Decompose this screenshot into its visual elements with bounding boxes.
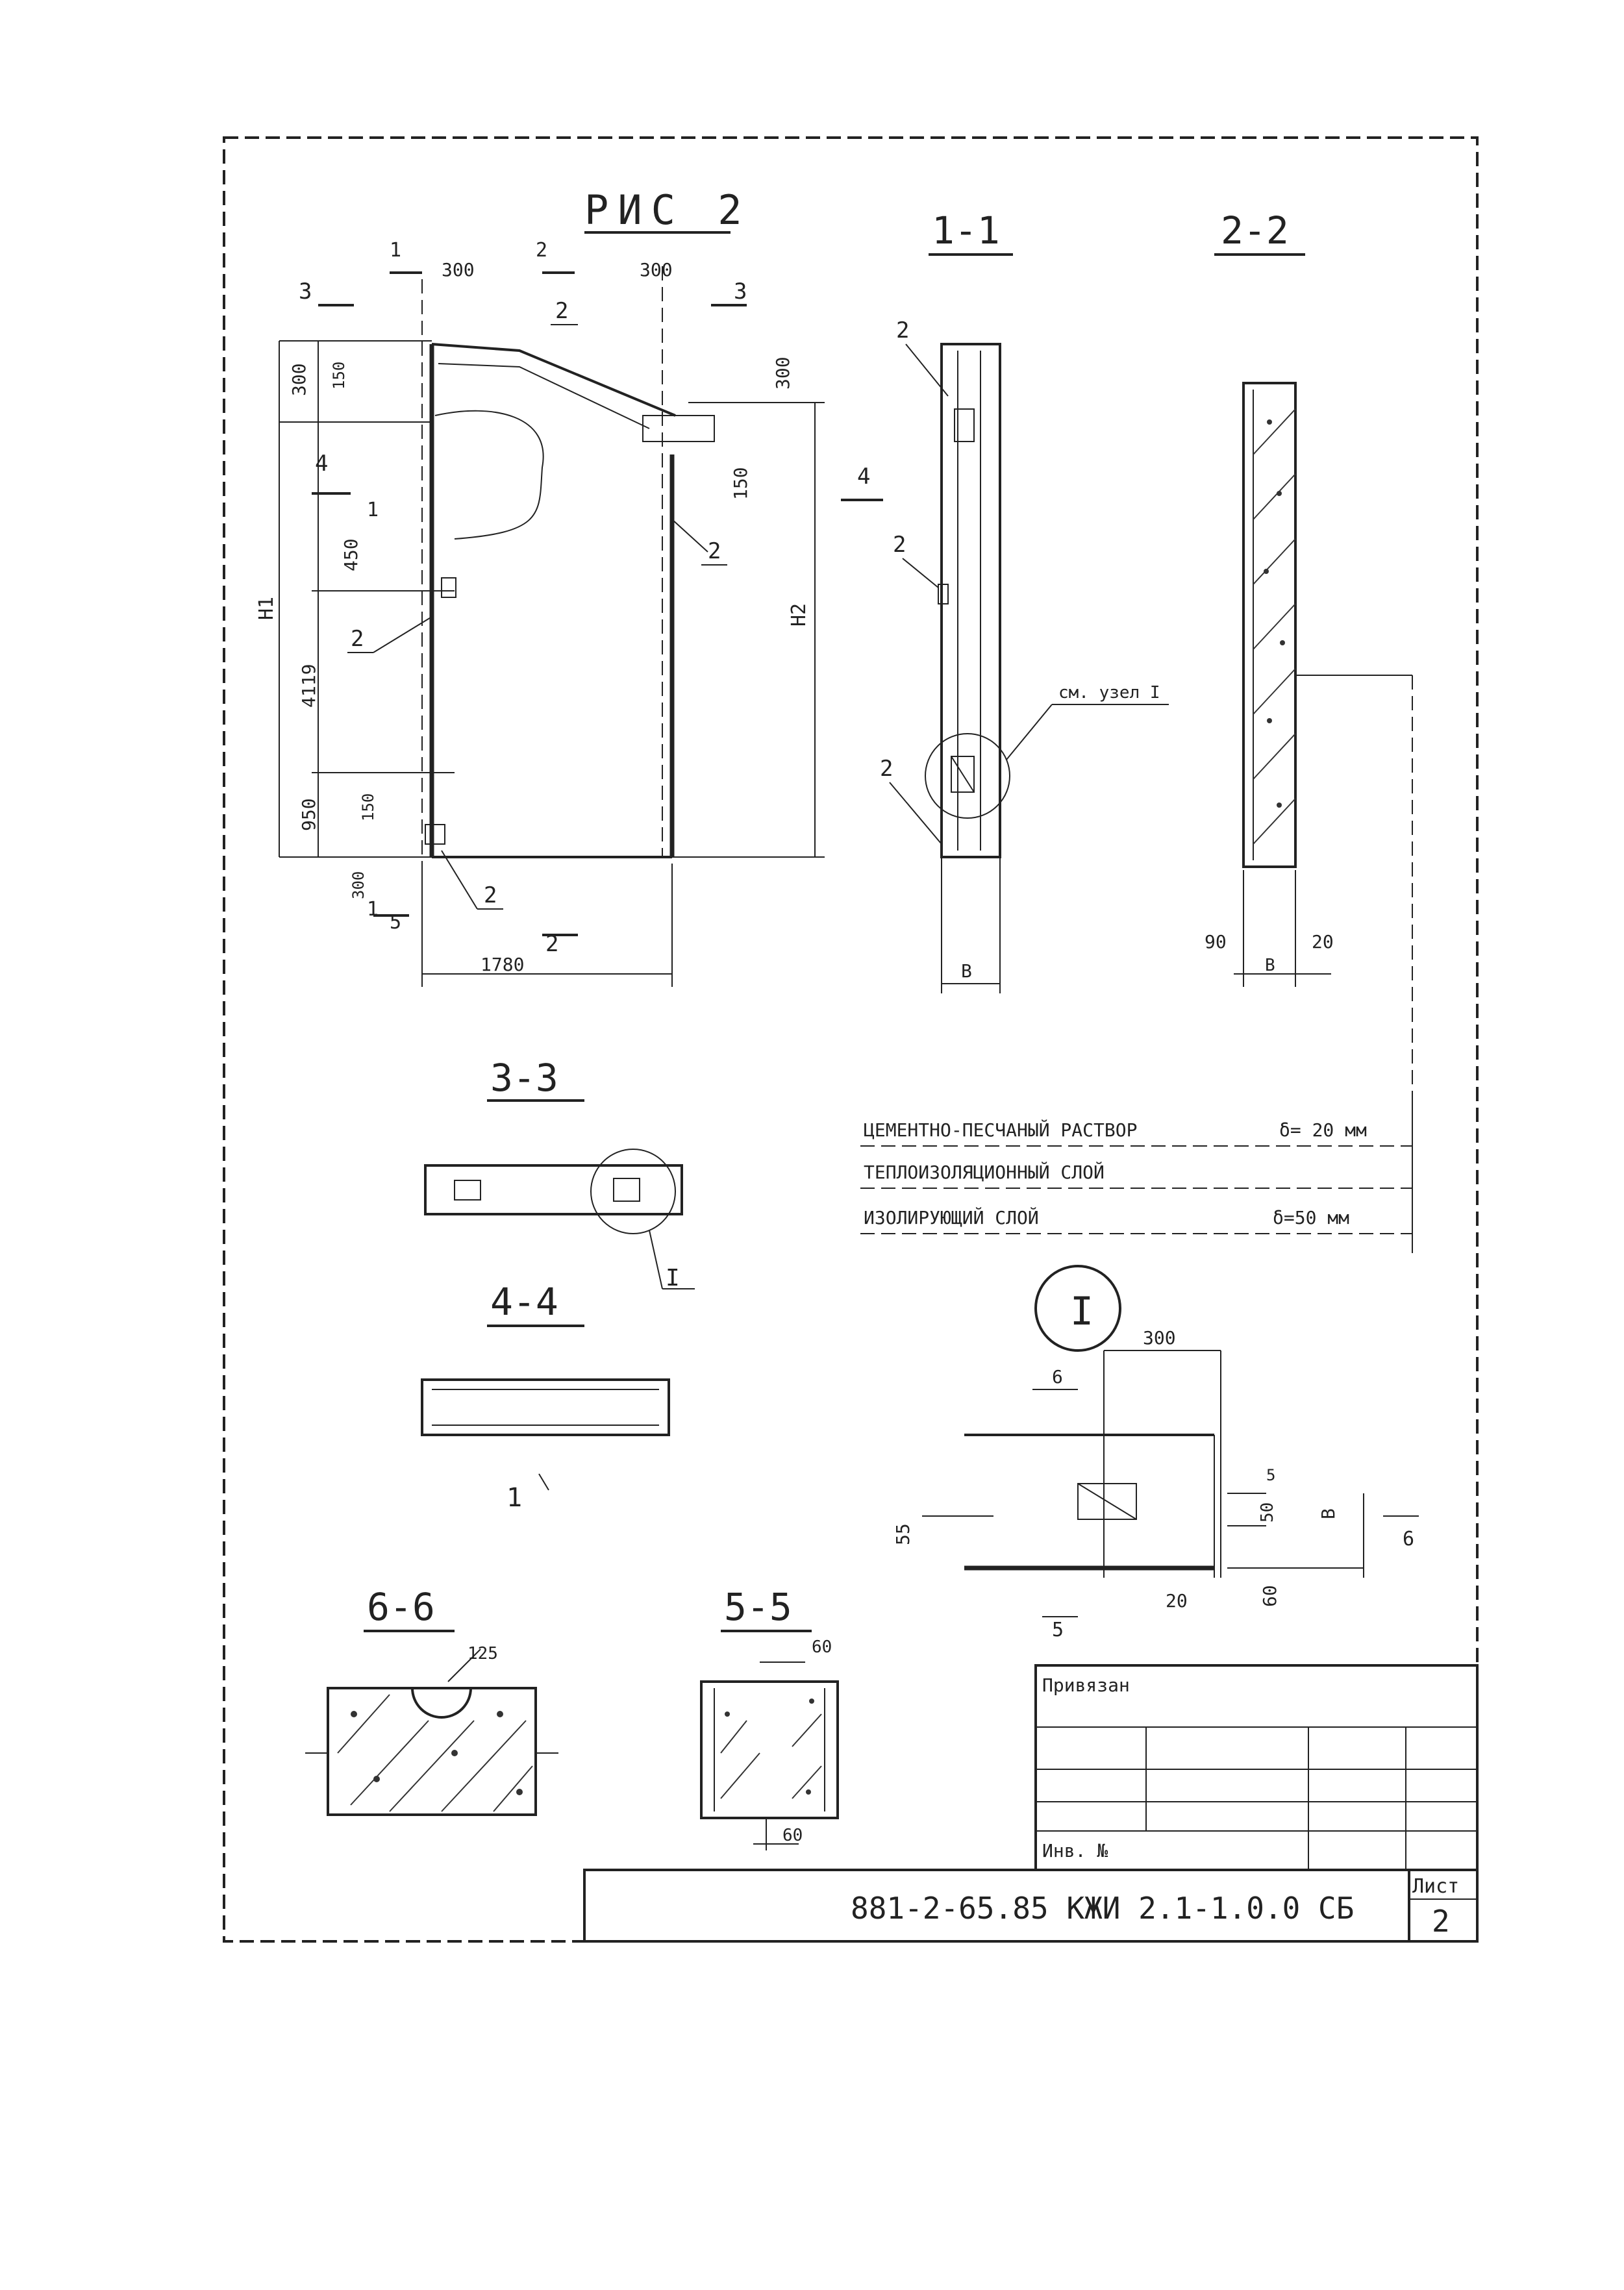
- node-dim-60: 60: [1259, 1585, 1280, 1607]
- approval-label: Привязан: [1042, 1674, 1130, 1696]
- sheet-label: Лист: [1412, 1875, 1459, 1898]
- leader-1-left: 1: [367, 499, 379, 521]
- section-5-5-dim-60-bottom: 60: [782, 1826, 803, 1845]
- section-3-3-view: [424, 1149, 695, 1289]
- cut-2-bottom: 2: [545, 931, 558, 957]
- dim-300-e: 300: [349, 871, 368, 899]
- section-6-6-title: 6-6: [367, 1585, 435, 1629]
- leader-2-top: 2: [555, 298, 568, 324]
- section-1-1-view: [925, 343, 1169, 993]
- node-cut-6: 6: [1403, 1528, 1414, 1550]
- node-detail-label: I: [1070, 1289, 1093, 1334]
- node-dim-300: 300: [1143, 1327, 1176, 1349]
- dim-150-c: 150: [330, 362, 348, 390]
- legend-1-text: ЦЕМЕНТНО-ПЕСЧАНЫЙ РАСТВОР: [864, 1119, 1137, 1141]
- inventory-label: Инв. №: [1042, 1840, 1108, 1861]
- height-h1: H1: [255, 597, 278, 620]
- section-1-1-title: 1-1: [932, 208, 1000, 253]
- section-3-3-title: 3-3: [490, 1056, 558, 1100]
- cut-4-left: 4: [315, 451, 328, 477]
- node-dim-20: 20: [1166, 1590, 1188, 1612]
- cut-3-top: 3: [299, 279, 312, 305]
- leader-2-bottom: 2: [484, 882, 497, 908]
- section-6-6-dim-125: 125: [468, 1644, 498, 1663]
- layer-legend: ЦЕМЕНТНО-ПЕСЧАНЫЙ РАСТВОР δ= 20 мм ТЕПЛО…: [860, 1104, 1413, 1253]
- legend-3-text: ИЗОЛИРУЮЩИЙ СЛОЙ: [864, 1206, 1039, 1228]
- elevation-cut-marks: 3 1 2 3 4 4 5 1 2 2 2 2 2 1: [299, 239, 883, 957]
- figure-title: РИС 2: [584, 186, 751, 234]
- section-2-2-dim-b: B: [1265, 956, 1275, 975]
- node-dim-50: 50: [1258, 1502, 1277, 1523]
- node-detail: I: [922, 1265, 1419, 1617]
- section-5-5-view: [700, 1661, 839, 1850]
- title-block: [583, 1869, 1479, 1943]
- legend-2-text: ТЕПЛОИЗОЛЯЦИОННЫЙ СЛОЙ: [864, 1161, 1105, 1183]
- cut-1-top: 1: [390, 239, 401, 262]
- section-2-2-title: 2-2: [1221, 208, 1289, 253]
- elevation-dimensions: 300 300 300 300 150 450 4119 950 150 300…: [255, 259, 810, 975]
- dim-300-a: 300: [442, 259, 475, 280]
- section-4-4-view: [421, 1378, 670, 1491]
- elevation-view: [279, 266, 825, 987]
- dim-150-b: 150: [359, 793, 377, 821]
- sheet-frame: [223, 136, 1479, 1943]
- dim-300-c: 300: [288, 363, 310, 396]
- section-1-1-leader-2-c: 2: [880, 756, 893, 782]
- dim-150-a: 150: [730, 467, 751, 500]
- node-dim-6: 6: [1052, 1366, 1063, 1388]
- cut-4-right: 4: [857, 464, 870, 490]
- node-dim-55: 55: [892, 1523, 914, 1545]
- dim-950: 950: [298, 798, 319, 831]
- node-cut-5-top: 5: [1266, 1466, 1275, 1484]
- legend-3-value: δ=50 мм: [1273, 1207, 1349, 1228]
- document-code: 881-2-65.85 КЖИ 2.1-1.0.0 СБ: [851, 1891, 1354, 1926]
- leader-2-mid: 2: [351, 626, 364, 652]
- leader-2-right: 2: [708, 538, 721, 564]
- section-1-1-leader-2-b: 2: [893, 532, 906, 558]
- section-2-2-dim-90: 90: [1205, 931, 1227, 952]
- section-2-2-dim-20: 20: [1312, 931, 1334, 952]
- section-5-5-title: 5-5: [724, 1585, 792, 1629]
- sheet-number: 2: [1432, 1904, 1450, 1939]
- section-1-1-dim-b: B: [961, 960, 972, 982]
- section-3-3-node-ref: I: [666, 1265, 680, 1291]
- node-dim-b: B: [1318, 1508, 1339, 1519]
- dim-300-d: 300: [772, 356, 793, 390]
- section-1-1-node-ref: см. узел I: [1058, 683, 1160, 703]
- legend-1-value: δ= 20 мм: [1279, 1119, 1367, 1141]
- section-6-6-view: [305, 1649, 558, 1816]
- dim-450: 450: [340, 538, 362, 571]
- dim-1780: 1780: [481, 954, 524, 975]
- node-detail-dimensions: 300 6 55 50 B 20 60 6 5 5: [892, 1327, 1414, 1641]
- section-4-4-title: 4-4: [490, 1280, 558, 1324]
- node-cut-5-bottom: 5: [1052, 1619, 1064, 1641]
- dim-4119: 4119: [298, 664, 319, 708]
- height-h2: H2: [788, 603, 810, 627]
- section-5-5-dim-60-top: 60: [812, 1637, 832, 1657]
- section-1-1-leader-2-a: 2: [896, 317, 909, 343]
- section-4-4-leader-1: 1: [506, 1483, 522, 1513]
- dim-300-b: 300: [640, 259, 673, 280]
- cut-2-top: 2: [536, 239, 547, 262]
- cut-1-bottom: 1: [367, 898, 379, 921]
- approval-table: [1034, 1664, 1479, 1871]
- cut-3-right: 3: [734, 279, 747, 305]
